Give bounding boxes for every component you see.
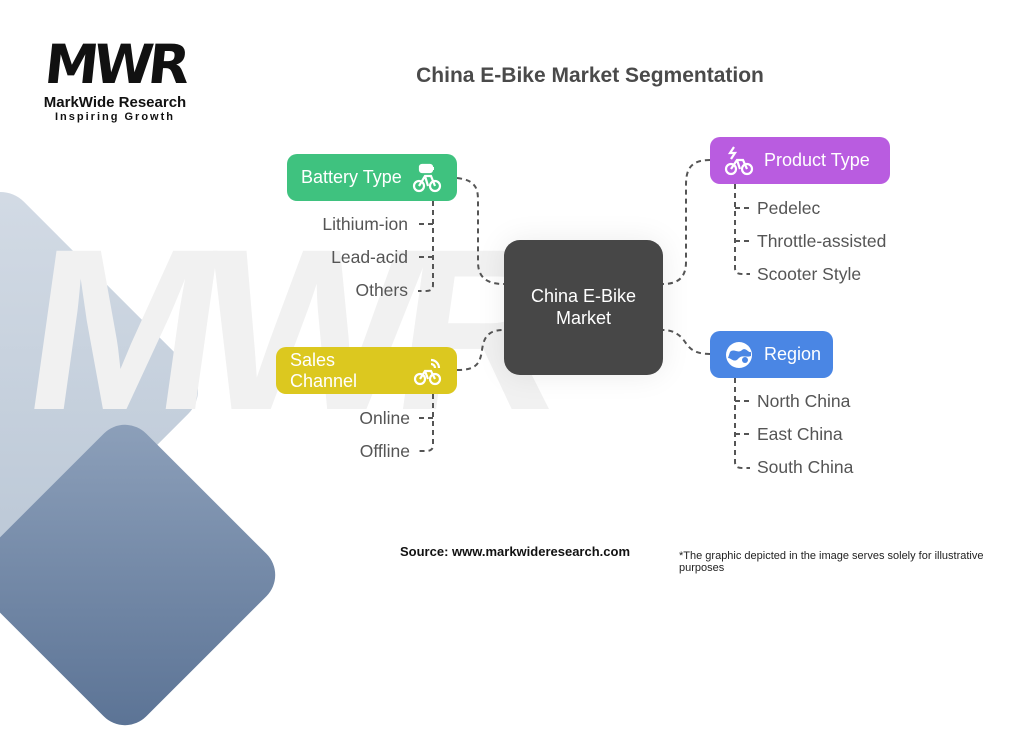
battery-bike-icon bbox=[412, 163, 442, 193]
branch-product bbox=[734, 184, 750, 275]
source-text: Source: www.markwideresearch.com bbox=[400, 544, 631, 559]
diagram-title: China E-Bike Market Segmentation bbox=[416, 64, 764, 87]
segment-label: Battery Type bbox=[301, 167, 402, 187]
list-item: North China bbox=[757, 391, 851, 411]
list-item: Offline bbox=[359, 441, 410, 461]
branch-battery bbox=[418, 201, 434, 292]
list-item: Throttle-assisted bbox=[757, 231, 887, 251]
logo: MWR MarkWide Research Inspiring Growth bbox=[30, 33, 200, 123]
branch-region bbox=[734, 378, 750, 469]
connector-battery bbox=[456, 177, 505, 285]
connector-sales bbox=[456, 329, 505, 371]
list-item: Pedelec bbox=[757, 198, 821, 218]
branch-sales bbox=[418, 394, 434, 452]
list-item: East China bbox=[757, 424, 843, 444]
segment-battery-type: Battery Type bbox=[287, 154, 457, 201]
list-item: Lithium-ion bbox=[322, 214, 408, 234]
list-item: Lead-acid bbox=[331, 247, 408, 267]
segment-product-type: Product Type bbox=[710, 137, 890, 184]
segment-region: Region bbox=[710, 331, 833, 378]
connector-product bbox=[662, 159, 711, 285]
connector-region bbox=[662, 329, 711, 355]
list-item: Scooter Style bbox=[757, 264, 862, 284]
segment-label: Sales Channel bbox=[290, 349, 358, 391]
segment-sales-channel: Sales Channel bbox=[276, 347, 457, 394]
segment-label: Region bbox=[764, 344, 822, 364]
list-item: South China bbox=[757, 457, 854, 477]
wireless-bike-icon bbox=[413, 356, 443, 386]
list-item: Others bbox=[355, 280, 408, 300]
connector-lines bbox=[418, 159, 750, 469]
globe-icon bbox=[724, 340, 754, 370]
logo-name: MarkWide Research bbox=[43, 94, 187, 111]
electric-bike-icon bbox=[724, 145, 754, 176]
disclaimer-text: *The graphic depicted in the image serve… bbox=[679, 550, 984, 574]
list-item: Online bbox=[359, 408, 410, 428]
segment-label: Product Type bbox=[764, 150, 870, 170]
logo-tagline: Inspiring Growth bbox=[55, 111, 175, 123]
